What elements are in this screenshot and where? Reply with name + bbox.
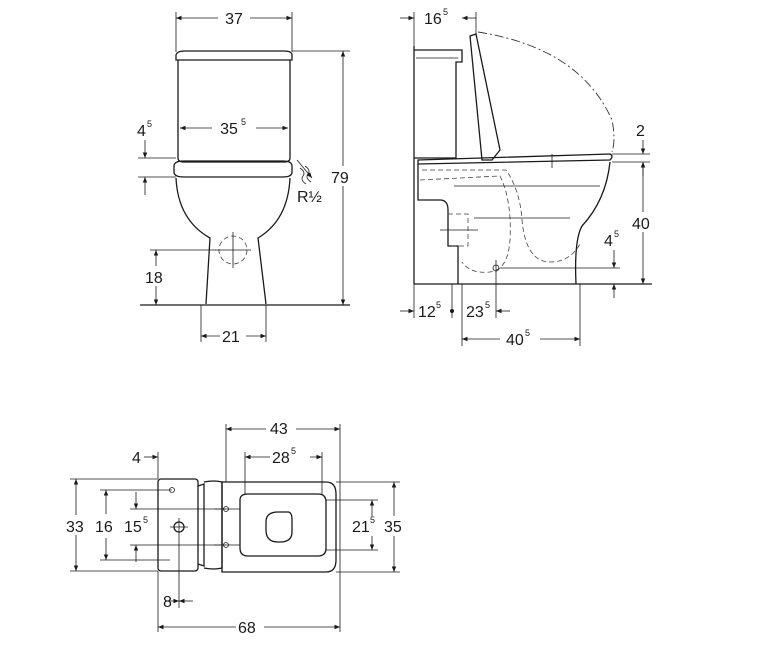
tank-lid	[175, 50, 293, 61]
label-top-total-width: 43	[270, 421, 288, 438]
label-total-length: 68	[238, 620, 256, 637]
trap-inner	[419, 175, 511, 273]
side-tank	[414, 49, 463, 159]
label-seat-depth: 21	[352, 519, 370, 536]
label-total-depth: 35	[384, 519, 402, 536]
label-total-height: 79	[331, 170, 349, 187]
side-bowl-front	[574, 161, 611, 285]
label-seat-thickness: 2	[636, 123, 645, 140]
svg-text:5: 5	[525, 328, 530, 338]
label-seat-width: 28	[272, 450, 290, 467]
trap-path	[422, 169, 581, 263]
side-view: 16 5 2 40 4 5 12 5 23 5 40	[400, 7, 656, 349]
label-inner-width: 35	[220, 121, 238, 138]
label-rim-height: 40	[632, 216, 650, 233]
svg-text:5: 5	[143, 515, 148, 525]
svg-text:5: 5	[241, 117, 246, 127]
top-hinge-block	[203, 480, 223, 570]
label-height-15: 15	[124, 519, 142, 536]
label-fixing-offset: 8	[163, 594, 172, 611]
label-back-offset: 12	[418, 304, 436, 321]
top-seat-inner	[239, 493, 327, 557]
svg-text:5: 5	[370, 515, 375, 525]
top-view: 43 28 5 4 33 16 15 5 2	[64, 418, 406, 637]
seat	[173, 160, 293, 178]
side-seat	[417, 153, 613, 165]
svg-text:5: 5	[614, 229, 619, 239]
label-outlet-height: 18	[145, 270, 163, 287]
bowl-opening	[265, 511, 293, 543]
tank-body	[177, 60, 291, 163]
label-outlet-distance: 23	[466, 304, 484, 321]
label-width-top: 37	[225, 11, 243, 28]
svg-text:5: 5	[443, 7, 448, 17]
label-tank-depth: 16	[424, 11, 442, 28]
label-connection: R½	[297, 189, 322, 206]
svg-text:5: 5	[147, 119, 152, 129]
svg-text:5: 5	[485, 300, 490, 310]
raised-lid	[469, 33, 501, 161]
label-base-width: 21	[222, 329, 240, 346]
side-bowl-back	[417, 164, 459, 284]
svg-text:5: 5	[291, 446, 296, 456]
bowl	[175, 177, 291, 305]
lid-swing-arc	[477, 31, 615, 153]
label-height-33: 33	[66, 519, 84, 536]
label-tank-offset: 4	[132, 450, 141, 467]
svg-text:5: 5	[436, 300, 441, 310]
top-seat-outer	[221, 481, 337, 573]
label-height-16: 16	[95, 519, 113, 536]
top-tank	[157, 478, 199, 572]
label-depth-from-wall: 40	[506, 332, 524, 349]
label-gap: 4	[137, 123, 146, 140]
front-view: 37 35 5 4 5 R½ 79 18 21	[137, 8, 355, 346]
label-outlet-offset: 4	[604, 233, 613, 250]
